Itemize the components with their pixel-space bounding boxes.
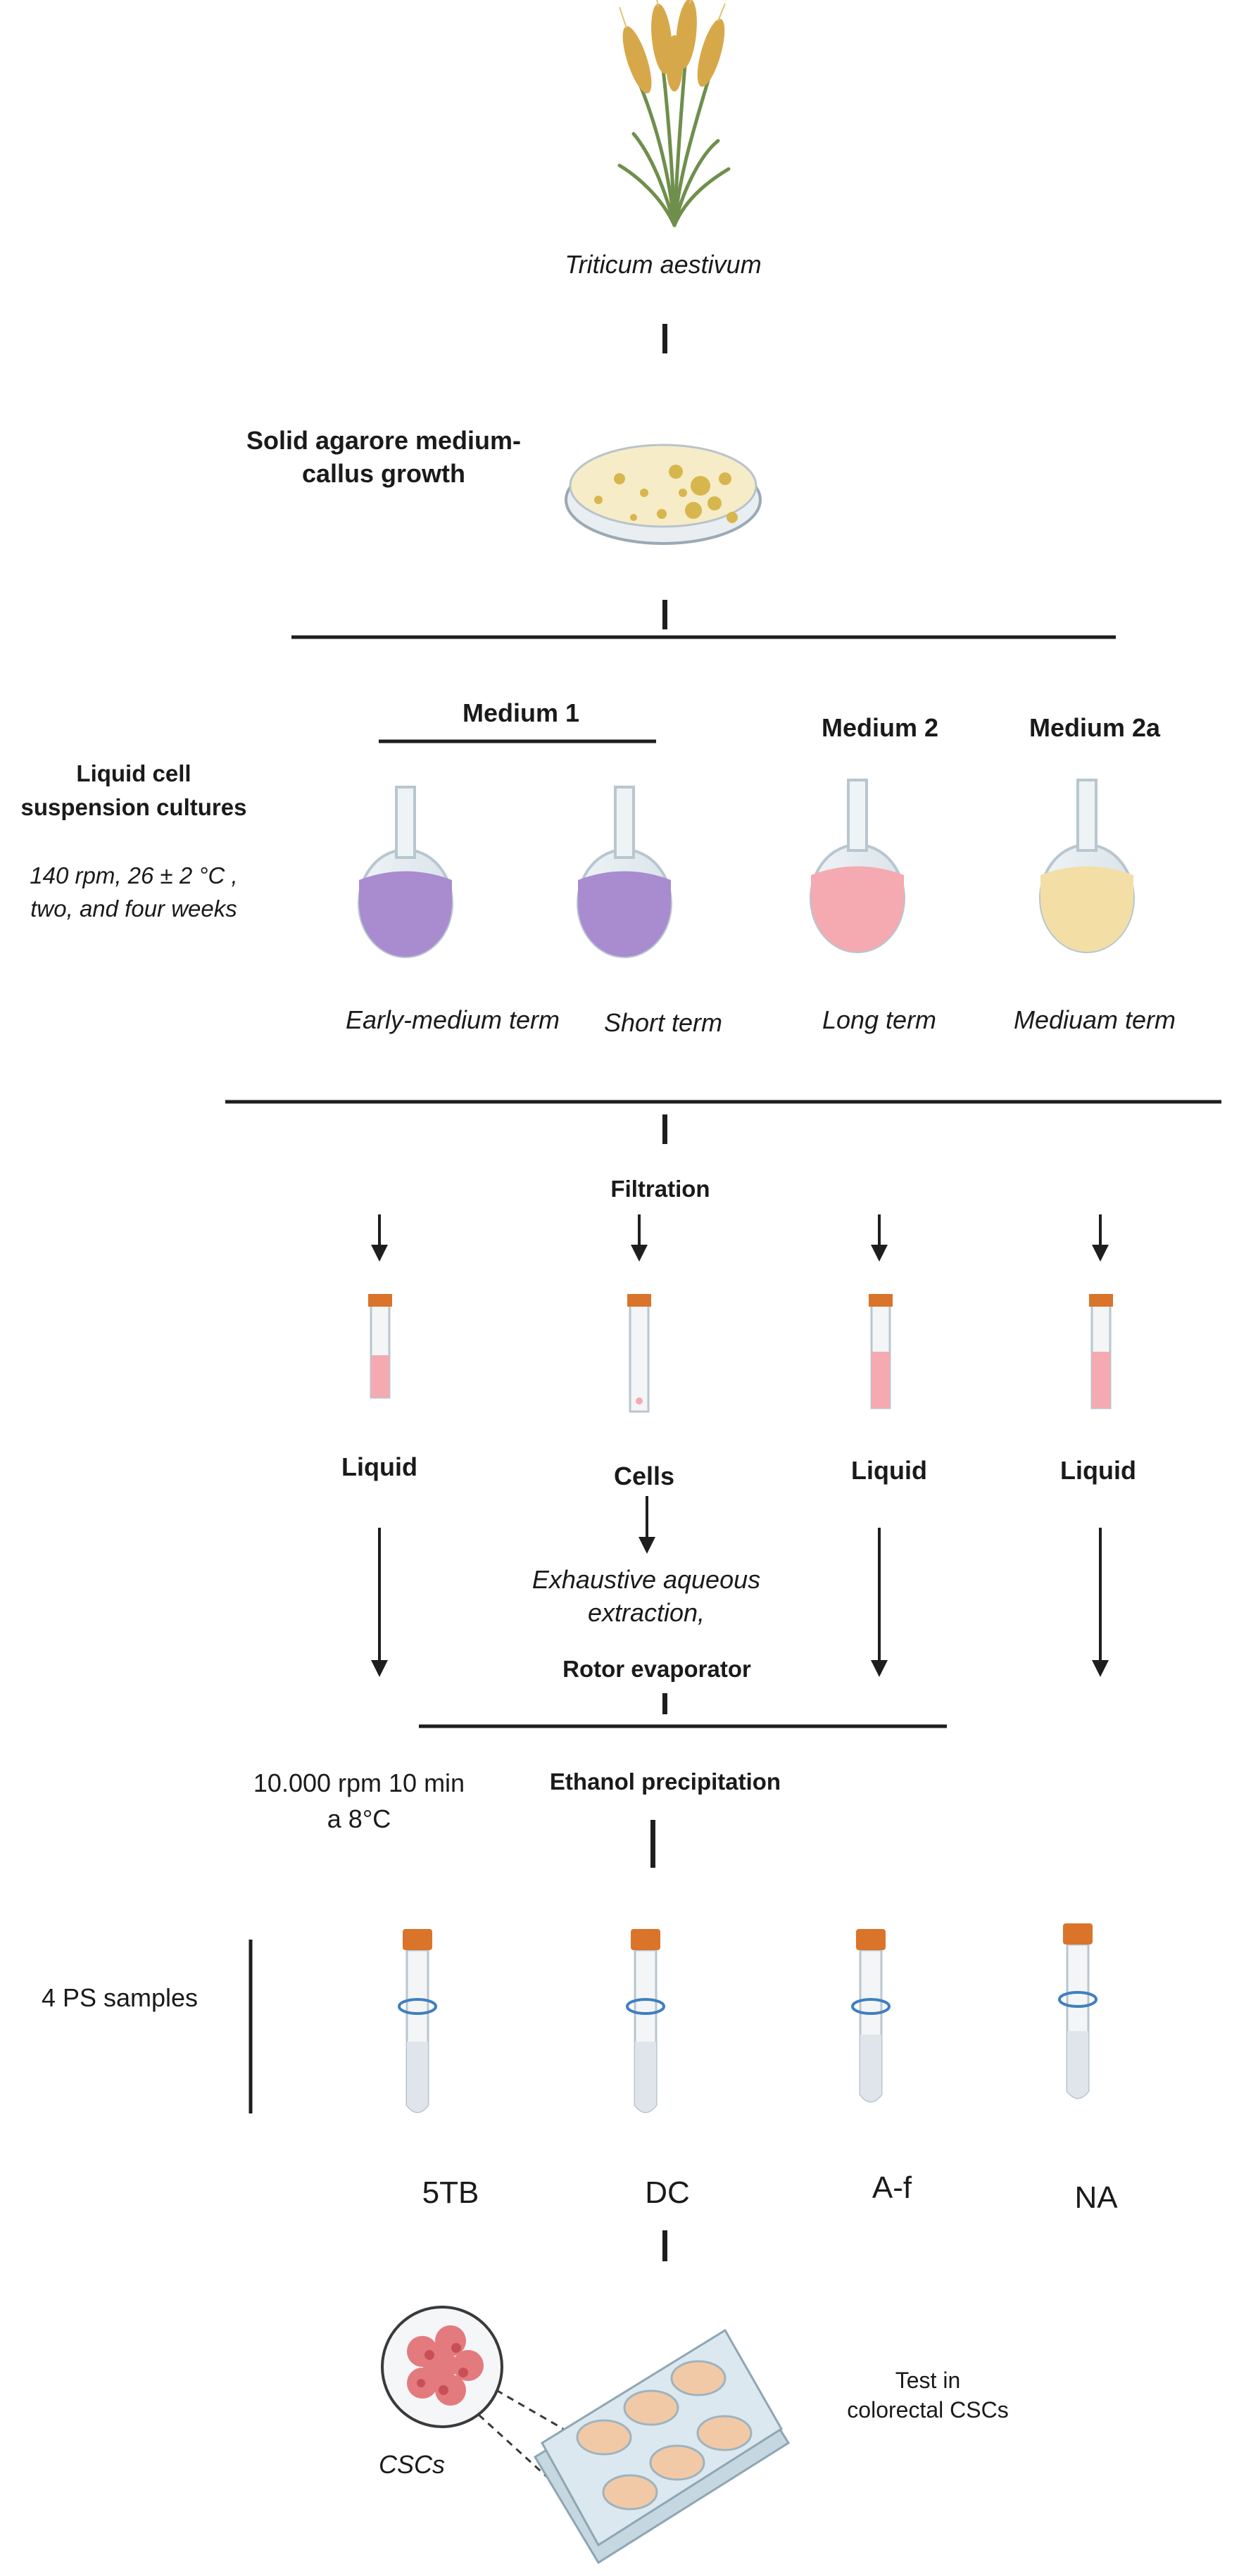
filtration-label: Filtration	[610, 1176, 710, 1202]
test-label-line2: colorectal CSCs	[847, 2397, 1009, 2423]
falcon-tube-icon	[851, 1929, 891, 2103]
medium-1-label: Medium 1	[462, 698, 580, 727]
culture-conditions-line1: 140 rpm, 26 ± 2 °C ,	[30, 862, 238, 888]
extraction-line2: extraction,	[587, 1598, 705, 1627]
ps-samples-label: 4 PS samples	[41, 1983, 199, 2012]
fraction-liquid-3: Liquid	[1060, 1456, 1136, 1485]
rotor-evaporator-label: Rotor evaporator	[562, 1656, 751, 1682]
term-short: Short term	[603, 1008, 723, 1037]
sample-dc: DC	[645, 2175, 690, 2210]
fraction-liquid-2: Liquid	[851, 1456, 927, 1485]
ethanol-precipitation-label: Ethanol precipitation	[549, 1768, 781, 1795]
flask-icon	[1039, 779, 1135, 953]
sample-na: NA	[1074, 2180, 1118, 2215]
falcon-tube-icon	[869, 1294, 893, 1409]
fraction-liquid-1: Liquid	[341, 1452, 417, 1481]
long-arrow-icon	[371, 1496, 1109, 1677]
flask-icon	[358, 786, 453, 958]
term-early-medium: Early-medium term	[345, 1005, 560, 1034]
arrow-icon	[371, 1214, 1109, 1262]
cancer-stem-cells-icon	[381, 2306, 564, 2487]
term-mediuam: Mediuam term	[1013, 1005, 1176, 1034]
plant-name: Triticum aestivum	[565, 250, 762, 279]
falcon-tube-icon	[368, 1294, 392, 1399]
well-plate-icon	[533, 2328, 791, 2565]
term-long: Long term	[822, 1005, 937, 1034]
centrifuge-line1: 10.000 rpm 10 min	[253, 1768, 465, 1797]
fraction-cells: Cells	[613, 1462, 675, 1490]
flask-icon	[810, 779, 905, 953]
test-label-line1: Test in	[895, 2368, 961, 2393]
culture-conditions-line2: two, and four weeks	[30, 896, 237, 922]
divider-lines	[225, 635, 1221, 1728]
cscs-label: CSCs	[378, 2450, 446, 2479]
liquid-cultures-title-line1: Liquid cell	[76, 760, 191, 786]
extraction-line1: Exhaustive aqueous	[531, 1565, 761, 1594]
medium-2a-label: Medium 2a	[1029, 713, 1161, 742]
flask-icon	[577, 786, 672, 958]
wheat-plant-icon	[617, 0, 731, 227]
liquid-cultures-title-line2: suspension cultures	[20, 794, 247, 820]
falcon-tube-icon	[627, 1294, 651, 1413]
sample-a-f: A-f	[872, 2170, 912, 2205]
petri-dish-icon	[565, 444, 762, 545]
falcon-tube-icon	[1089, 1294, 1113, 1409]
medium-2-label: Medium 2	[821, 713, 939, 742]
sample-5tb: 5TB	[422, 2175, 479, 2210]
falcon-tube-icon	[626, 1929, 665, 2113]
centrifuge-line2: a 8°C	[327, 1804, 391, 1833]
falcon-tube-icon	[398, 1929, 437, 2113]
solid-medium-label-line1: Solid agarore medium-	[246, 426, 522, 455]
connector-bars	[650, 324, 667, 2261]
solid-medium-label-line2: callus growth	[301, 459, 466, 488]
falcon-tube-icon	[1058, 1923, 1097, 2099]
